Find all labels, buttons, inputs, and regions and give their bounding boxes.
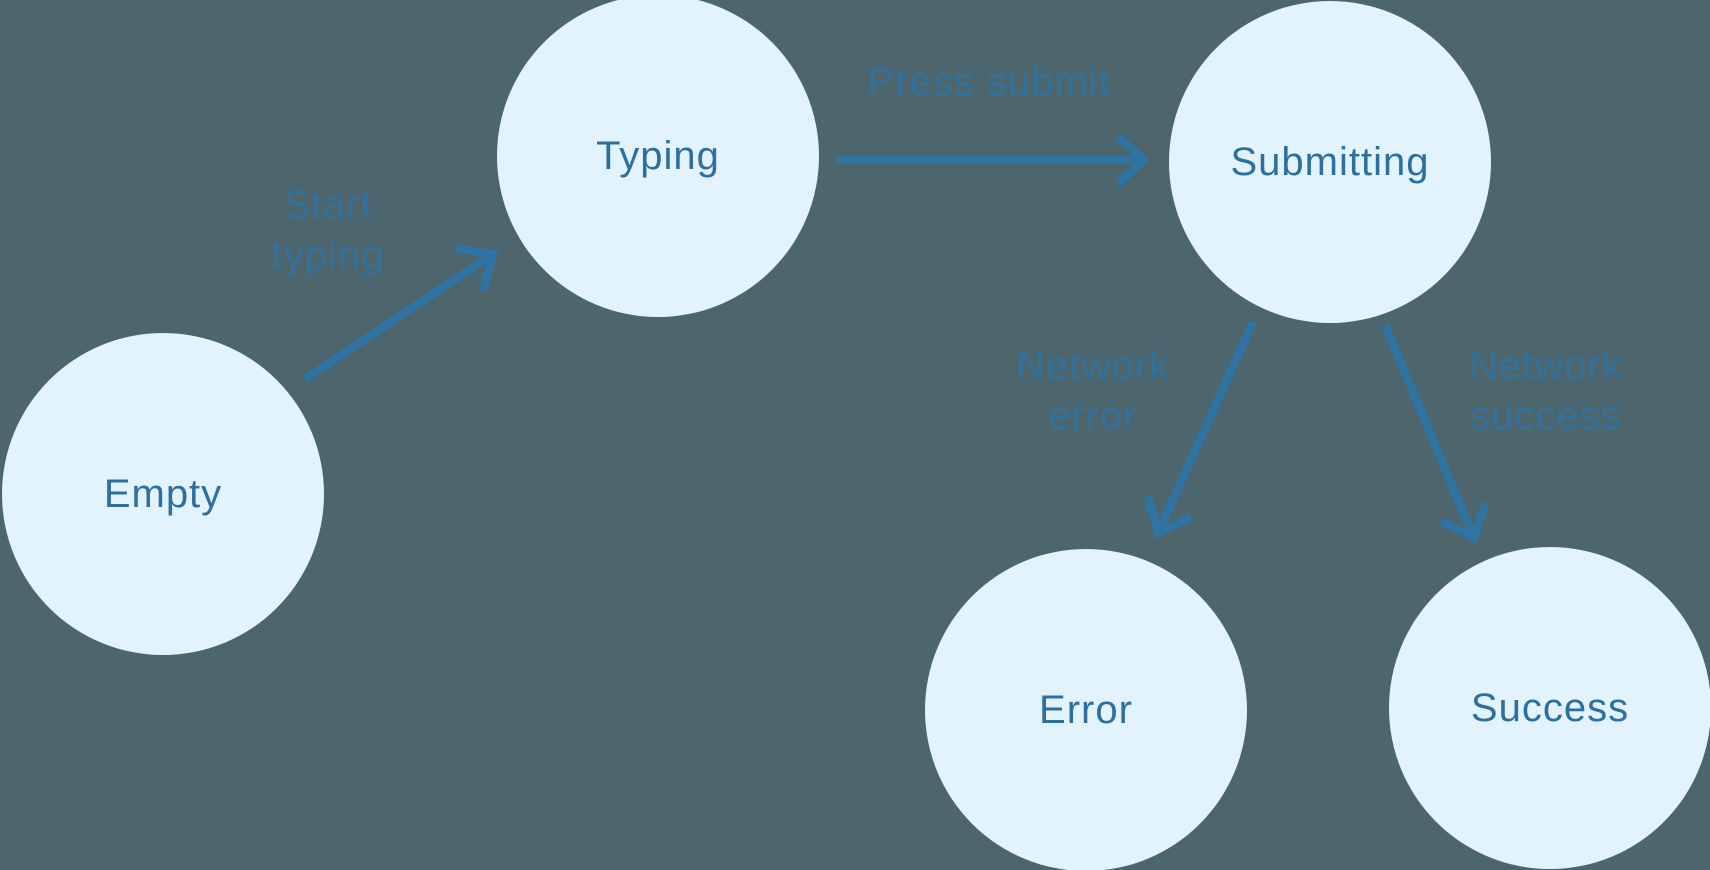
state-label-error: Error <box>1039 687 1133 732</box>
transition-label-network-success: Network success <box>1386 341 1706 441</box>
transition-label-line: success <box>1470 394 1622 438</box>
transition-arrow-press-submit <box>837 133 1149 187</box>
transition-label-line: Press submit <box>867 60 1111 104</box>
transition-label-line: error <box>1048 394 1138 438</box>
transition-label-line: Network <box>1469 344 1623 388</box>
transition-label-network-error: Network error <box>933 341 1253 441</box>
state-label-submitting: Submitting <box>1230 139 1430 184</box>
transition-arrow-network-error <box>1144 320 1257 539</box>
state-label-typing: Typing <box>596 133 720 178</box>
transition-arrow-network-success <box>1381 323 1489 544</box>
state-node-typing: Typing <box>497 0 819 317</box>
state-label-success: Success <box>1470 685 1630 730</box>
transition-label-press-submit: Press submit <box>829 57 1149 107</box>
state-node-submitting: Submitting <box>1169 1 1491 323</box>
state-node-empty: Empty <box>2 333 324 655</box>
state-node-error: Error <box>925 549 1247 870</box>
state-label-empty: Empty <box>103 471 223 516</box>
transition-arrow-start-typing <box>302 244 499 383</box>
transition-label-line: Network <box>1016 344 1170 388</box>
transition-label-line: Start <box>283 183 373 227</box>
transition-label-start-typing: Start typing <box>168 180 488 280</box>
transition-label-line: typing <box>271 233 385 277</box>
state-node-success: Success <box>1389 547 1710 869</box>
